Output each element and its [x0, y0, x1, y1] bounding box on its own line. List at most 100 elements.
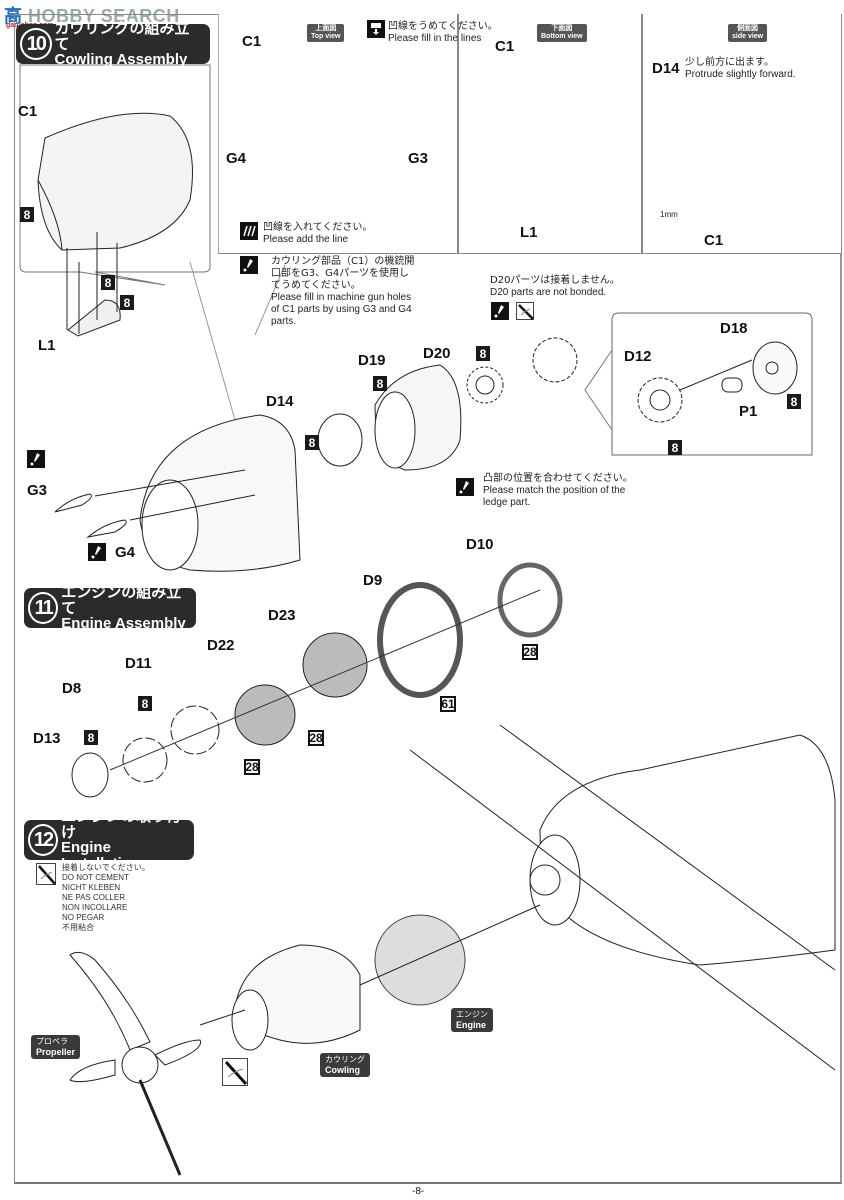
part-l1-small — [67, 299, 121, 337]
dnc-es: NO PEGAR — [62, 913, 105, 922]
bottom-view-panel — [458, 14, 642, 254]
label-d14: D14 — [266, 393, 294, 410]
side-view-tag: 側面図 side view — [728, 24, 768, 42]
glue-icon-d20 — [491, 302, 509, 320]
side-view-jp: 側面図 — [737, 25, 759, 32]
part-d13 — [71, 752, 109, 798]
d14-note-en: Protrude slightly forward. — [685, 69, 796, 80]
engine-label-jp: エンジン — [456, 1010, 488, 1019]
label-c1-bottom: C1 — [495, 38, 515, 55]
paint-28-d23: 28 — [308, 730, 324, 746]
part-g4 — [86, 519, 127, 538]
watermark-text: HOBBY SEARCH — [28, 6, 180, 26]
side-view-panel — [642, 14, 842, 254]
gun-holes-jp: カウリング部品（C1）の機銃開口部をG3、G4パーツを使用してうめてください。 — [271, 256, 415, 291]
fill-lines-icon — [367, 20, 385, 38]
no-cement-icon-d20 — [516, 302, 534, 320]
label-c1-callout: C1 — [18, 103, 38, 120]
part-d8 — [122, 737, 168, 783]
part-d10 — [497, 562, 563, 638]
ledge-note: 凸部の位置を合わせてください。 Please match the positio… — [483, 473, 643, 509]
label-g4: G4 — [115, 544, 136, 561]
top-view-tag: 上面図 Top view — [307, 24, 345, 42]
engine-installed — [374, 914, 466, 1006]
dnc-fr: NE PAS COLLER — [62, 893, 125, 902]
part-d14 — [317, 413, 363, 467]
label-c1-side: C1 — [704, 232, 724, 249]
part-d22 — [234, 684, 296, 746]
aircraft-fuselage — [539, 734, 836, 966]
top-view-en: Top view — [311, 33, 341, 40]
cowling-label-jp: カウリング — [325, 1055, 365, 1064]
no-cement-icon-legend — [36, 863, 56, 885]
part-gear-assembled — [532, 337, 578, 383]
step-12-title-en: Engine Installation — [60, 839, 141, 872]
add-line-icon — [240, 222, 258, 240]
d20-note: D20パーツは接着しません。 D20 parts are not bonded. — [490, 275, 620, 299]
d20-note-en: D20 parts are not bonded. — [490, 287, 607, 298]
step-11-number: 11 — [28, 592, 59, 624]
bottom-view-jp: 下面図 — [551, 25, 573, 32]
glue-icon-g4 — [88, 543, 106, 561]
paint-8-l1a: 8 — [101, 275, 115, 290]
gun-holes-en: Please fill in machine gun holes of C1 p… — [271, 292, 412, 327]
paint-8-d12: 8 — [668, 440, 682, 455]
label-d11: D11 — [125, 655, 152, 672]
cowling-c1-small — [37, 112, 193, 251]
d14-note: 少し前方に出ます。 Protrude slightly forward. — [685, 57, 796, 81]
propeller-label: プロペラ Propeller — [31, 1035, 81, 1059]
label-g4-top: G4 — [226, 150, 247, 167]
step-11-title-jp: エンジンの組み立て — [61, 583, 182, 617]
step-10-title-jp: カウリングの組み立て — [54, 19, 190, 53]
propeller-label-jp: プロペラ — [36, 1037, 68, 1046]
d20-note-jp: D20パーツは接着しません。 — [490, 275, 620, 286]
gun-holes-note: カウリング部品（C1）の機銃開口部をG3、G4パーツを使用してうめてください。 … — [271, 256, 416, 328]
dnc-de: NICHT KLEBEN — [62, 883, 121, 892]
paint-8-l1b: 8 — [120, 295, 134, 310]
label-c1-top: C1 — [242, 33, 262, 50]
part-p1 — [721, 377, 743, 393]
paint-8-d11: 8 — [138, 696, 152, 711]
dnc-jp: 接着しないでください。 — [62, 863, 150, 872]
label-d22: D22 — [207, 637, 235, 654]
paint-8-d8: 8 — [84, 730, 98, 745]
label-d13: D13 — [33, 730, 61, 747]
step-12-number: 12 — [28, 824, 58, 856]
label-l1-callout: L1 — [38, 337, 56, 354]
part-d9 — [377, 582, 463, 698]
propeller — [69, 951, 202, 1176]
paint-8-d18: 8 — [787, 394, 801, 409]
dnc-en: DO NOT CEMENT — [62, 873, 129, 882]
paint-8-d20: 8 — [476, 346, 490, 361]
ledge-note-en: Please match the position of the ledge p… — [483, 485, 626, 508]
fill-lines-en: Please fill in the lines — [388, 33, 482, 44]
label-d9: D9 — [363, 572, 383, 589]
step-11-header: 11 エンジンの組み立て Engine Assembly — [24, 584, 196, 632]
step-12-title-jp: エンジンの取り付け — [60, 807, 181, 841]
engine-label-en: Engine — [456, 1020, 487, 1030]
part-d11 — [170, 705, 220, 755]
label-d14-side: D14 — [652, 60, 680, 77]
measure-1mm: 1mm — [660, 210, 678, 219]
paint-8-d14: 8 — [305, 435, 319, 450]
step-10-number: 10 — [20, 28, 52, 60]
add-line-note: 凹線を入れてください。 Please add the line — [263, 222, 372, 246]
fill-lines-jp: 凹線をうめてください。 — [388, 21, 498, 32]
label-d12: D12 — [624, 348, 652, 365]
label-d23: D23 — [268, 607, 296, 624]
propeller-label-en: Propeller — [36, 1047, 76, 1057]
glue-icon — [240, 256, 258, 274]
add-line-jp: 凹線を入れてください。 — [263, 222, 373, 233]
page-number: -8- — [412, 1186, 425, 1197]
label-d18: D18 — [720, 320, 748, 337]
no-cement-icon-propeller — [222, 1058, 248, 1086]
watermark-logo: 高 — [4, 6, 23, 26]
part-g3 — [54, 493, 92, 513]
side-view-en: side view — [732, 33, 764, 40]
do-not-cement-legend: 接着しないでください。 DO NOT CEMENT NICHT KLEBEN N… — [62, 863, 150, 933]
label-g3: G3 — [27, 482, 48, 499]
paint-8-c1: 8 — [20, 207, 34, 222]
dnc-zh: 不用粘合 — [62, 923, 94, 932]
paint-8-d19: 8 — [373, 376, 387, 391]
step-10-header: 10 カウリングの組み立て Cowling Assembly — [16, 20, 210, 68]
